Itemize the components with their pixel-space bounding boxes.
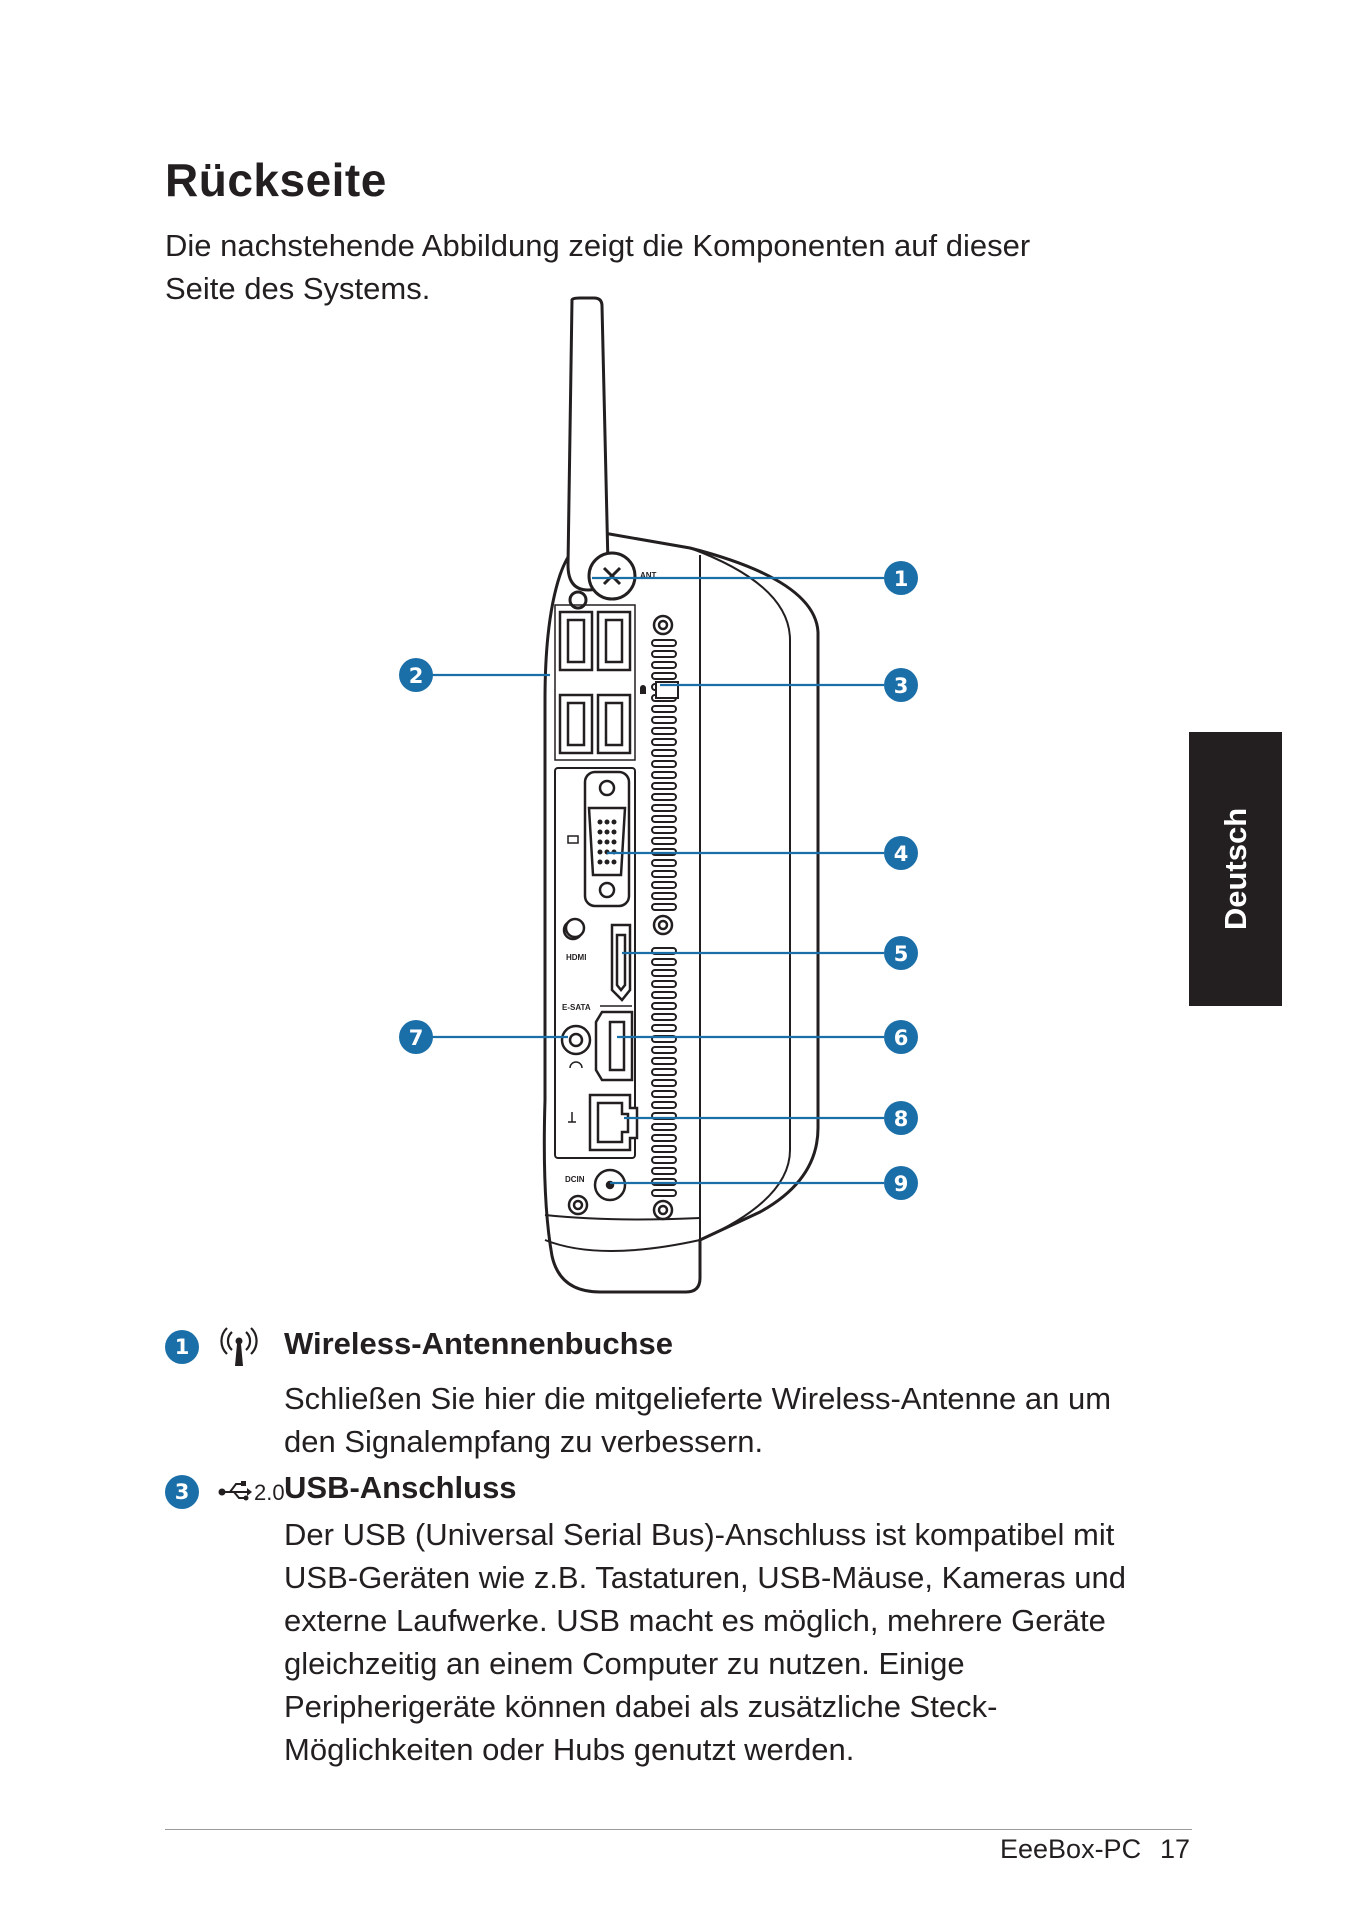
svg-text:9: 9 <box>894 1172 909 1196</box>
vent-slot <box>651 1068 677 1076</box>
hdmi-label: HDMI <box>566 953 586 962</box>
monitor-icon <box>567 835 579 844</box>
callout-3: 3 <box>884 668 918 702</box>
svg-text:3: 3 <box>894 674 909 698</box>
vent-slot <box>651 1024 677 1032</box>
vent-slot <box>651 793 677 801</box>
vent-slot <box>651 1013 677 1021</box>
vent-slot <box>651 1189 677 1197</box>
headphone-icon <box>569 1061 583 1069</box>
footer-product-name: EeeBox-PC <box>1000 1834 1142 1864</box>
lan-port <box>588 1093 639 1152</box>
vent-slot <box>651 958 677 966</box>
svg-text:8: 8 <box>894 1107 909 1131</box>
vent-slot <box>651 1123 677 1131</box>
svg-text:2: 2 <box>409 664 424 688</box>
language-tab: Deutsch <box>1189 732 1282 1006</box>
ant-port-label: ANT <box>640 571 657 580</box>
usb-ports <box>554 604 636 761</box>
footer-page-number: 17 <box>1160 1834 1191 1864</box>
vent-slot <box>651 727 677 735</box>
wireless-antenna-icon <box>220 1327 258 1366</box>
vent-slot <box>651 705 677 713</box>
esata-label: E-SATA <box>562 1003 591 1012</box>
vent-slot <box>651 1002 677 1010</box>
vent-slot <box>651 870 677 878</box>
vent-slot <box>651 1134 677 1142</box>
vent-slot <box>651 672 677 680</box>
callout-8: 8 <box>884 1101 918 1135</box>
usb-icon <box>218 1481 252 1501</box>
svg-text:1: 1 <box>894 567 909 591</box>
vent-slot <box>651 826 677 834</box>
vent-slot <box>651 859 677 867</box>
vent-slot <box>651 1057 677 1065</box>
dcin-label: DCIN <box>565 1175 585 1184</box>
vent-slot <box>651 782 677 790</box>
usb-version-label: 2.0 <box>254 1480 285 1505</box>
svg-text:4: 4 <box>894 842 909 866</box>
vent-slot <box>651 1145 677 1153</box>
callout-5: 5 <box>884 936 918 970</box>
vent-slot <box>651 969 677 977</box>
item-text-wireless: Schließen Sie hier die mitgelieferte Wir… <box>284 1381 1112 1459</box>
item-text-usb: Der USB (Universal Serial Bus)-Anschluss… <box>284 1517 1126 1767</box>
rear-panel-diagram: ANT HDMI <box>399 296 918 1294</box>
hdmi-screw <box>564 917 586 939</box>
callout-2: 2 <box>399 658 433 692</box>
vent-slot <box>651 661 677 669</box>
vent-slot <box>651 639 677 647</box>
io-panel <box>554 767 636 1159</box>
intro-paragraph: Die nachstehende Abbildung zeigt die Kom… <box>165 228 1031 306</box>
vent-slot <box>651 1167 677 1175</box>
antenna <box>566 296 637 610</box>
vent-slot <box>651 716 677 724</box>
vent-slot <box>651 1090 677 1098</box>
headphone-jack <box>560 1024 592 1056</box>
hdmi-port <box>610 923 632 1002</box>
svg-text:5: 5 <box>894 942 909 966</box>
vent-slot <box>651 881 677 889</box>
vent-slot <box>651 1101 677 1109</box>
callout-4: 4 <box>884 836 918 870</box>
vent-slot <box>651 1156 677 1164</box>
vent-slot <box>651 991 677 999</box>
footer-divider <box>165 1829 1192 1830</box>
item-title-wireless: Wireless-Antennenbuchse <box>284 1326 674 1361</box>
lock-icon <box>640 685 646 694</box>
vent-slot <box>651 892 677 900</box>
vent-slot <box>651 760 677 768</box>
item-title-usb: USB-Anschluss <box>284 1470 517 1505</box>
callout-6: 6 <box>884 1020 918 1054</box>
vent-slot <box>651 749 677 757</box>
vent-slot <box>651 837 677 845</box>
vent-slot <box>651 980 677 988</box>
vent-slot <box>651 804 677 812</box>
svg-text:7: 7 <box>409 1026 424 1050</box>
dc-in-port <box>593 1168 627 1202</box>
svg-text:6: 6 <box>894 1026 909 1050</box>
vent-slot <box>651 650 677 658</box>
vent-slot <box>651 815 677 823</box>
callout-1: 1 <box>884 561 918 595</box>
vent-slot <box>651 771 677 779</box>
callout-7: 7 <box>399 1020 433 1054</box>
vent-slot <box>651 738 677 746</box>
item-number-badge: 1 <box>165 1330 199 1364</box>
vga-port <box>583 770 631 908</box>
callout-9: 9 <box>884 1166 918 1200</box>
vent-slot <box>651 903 677 911</box>
vent-slot <box>651 1079 677 1087</box>
vent-slot <box>651 1046 677 1054</box>
callout-leaders <box>432 576 884 1185</box>
page-title: Rückseite <box>165 154 387 206</box>
item-number-badge: 3 <box>165 1475 199 1509</box>
network-icon <box>568 1112 576 1123</box>
esata-port <box>594 1010 634 1082</box>
callout-markers: 1 2 3 4 5 6 7 8 9 <box>399 561 918 1200</box>
